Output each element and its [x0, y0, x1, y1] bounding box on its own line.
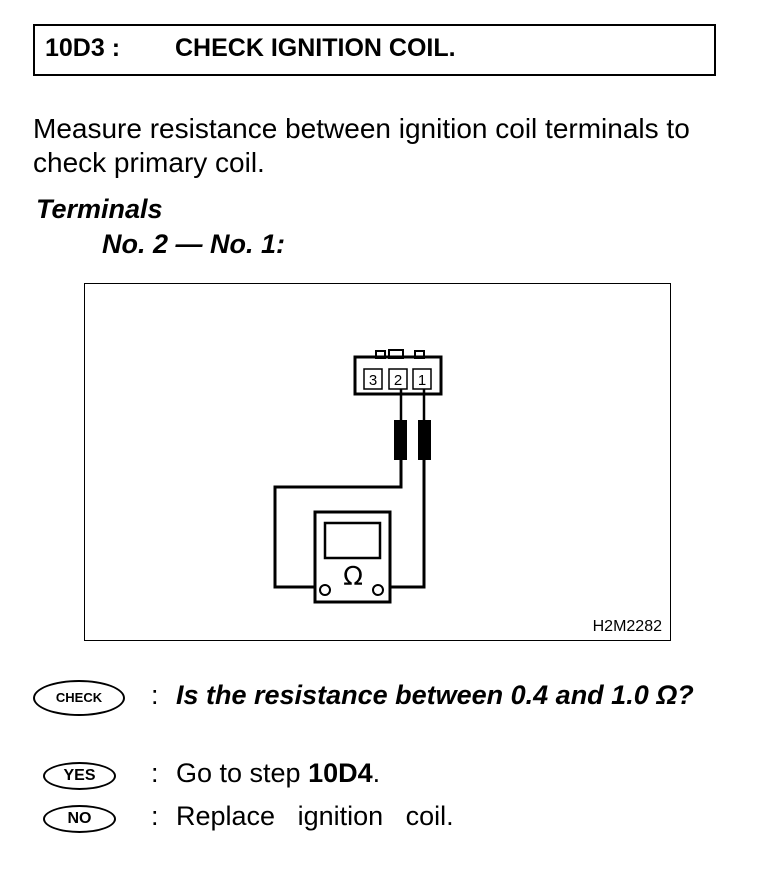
meter-jack-right	[372, 584, 384, 596]
probe-handle-left	[394, 420, 407, 460]
yes-text-prefix: Go to step	[176, 758, 309, 788]
no-colon: :	[151, 801, 159, 831]
meter-jack-left	[319, 584, 331, 596]
step-header: 10D3 : CHECK IGNITION COIL.	[33, 24, 716, 76]
pin-cell-3	[363, 368, 383, 390]
terminals-heading: Terminals	[36, 194, 163, 224]
lead-wire-left	[273, 460, 403, 589]
intro-text: Measure resistance between ignition coil…	[33, 113, 690, 178]
check-question: Is the resistance between 0.4 and 1.0 Ω?	[176, 680, 694, 710]
yes-colon: :	[151, 758, 159, 788]
no-text: Replace ignition coil.	[176, 801, 454, 831]
check-badge-label: CHECK	[55, 690, 103, 705]
pin-cell-1	[412, 368, 432, 390]
yes-text: Go to step 10D4.	[176, 758, 380, 789]
connector-body	[353, 355, 443, 396]
lead-wire-right	[381, 460, 426, 589]
pin-label-1: 1	[418, 372, 426, 389]
terminals-value: No. 2 — No. 1:	[102, 229, 286, 259]
pin-cell-2	[388, 368, 408, 390]
step-number: 10D3 :	[45, 34, 121, 62]
no-badge: NO	[43, 805, 116, 833]
check-badge: CHECK	[33, 680, 125, 716]
pin-label-3: 3	[369, 372, 377, 389]
ohm-symbol: Ω	[343, 562, 363, 592]
probe-handle-right	[418, 420, 431, 460]
step-title: CHECK IGNITION COIL.	[175, 34, 456, 62]
yes-text-suffix: .	[372, 758, 381, 788]
yes-step-link[interactable]: 10D4	[308, 758, 373, 788]
diagram-figure: 3 2 1 Ω H2M2282	[84, 283, 671, 641]
no-badge-label: NO	[67, 810, 92, 827]
yes-badge: YES	[43, 762, 116, 790]
check-colon: :	[151, 680, 159, 710]
yes-badge-label: YES	[63, 767, 96, 784]
pin-label-2: 2	[394, 372, 402, 389]
figure-code: H2M2282	[592, 618, 662, 635]
resistance-measurement-diagram: 3 2 1 Ω	[273, 349, 443, 604]
ohmmeter-display	[323, 521, 382, 560]
